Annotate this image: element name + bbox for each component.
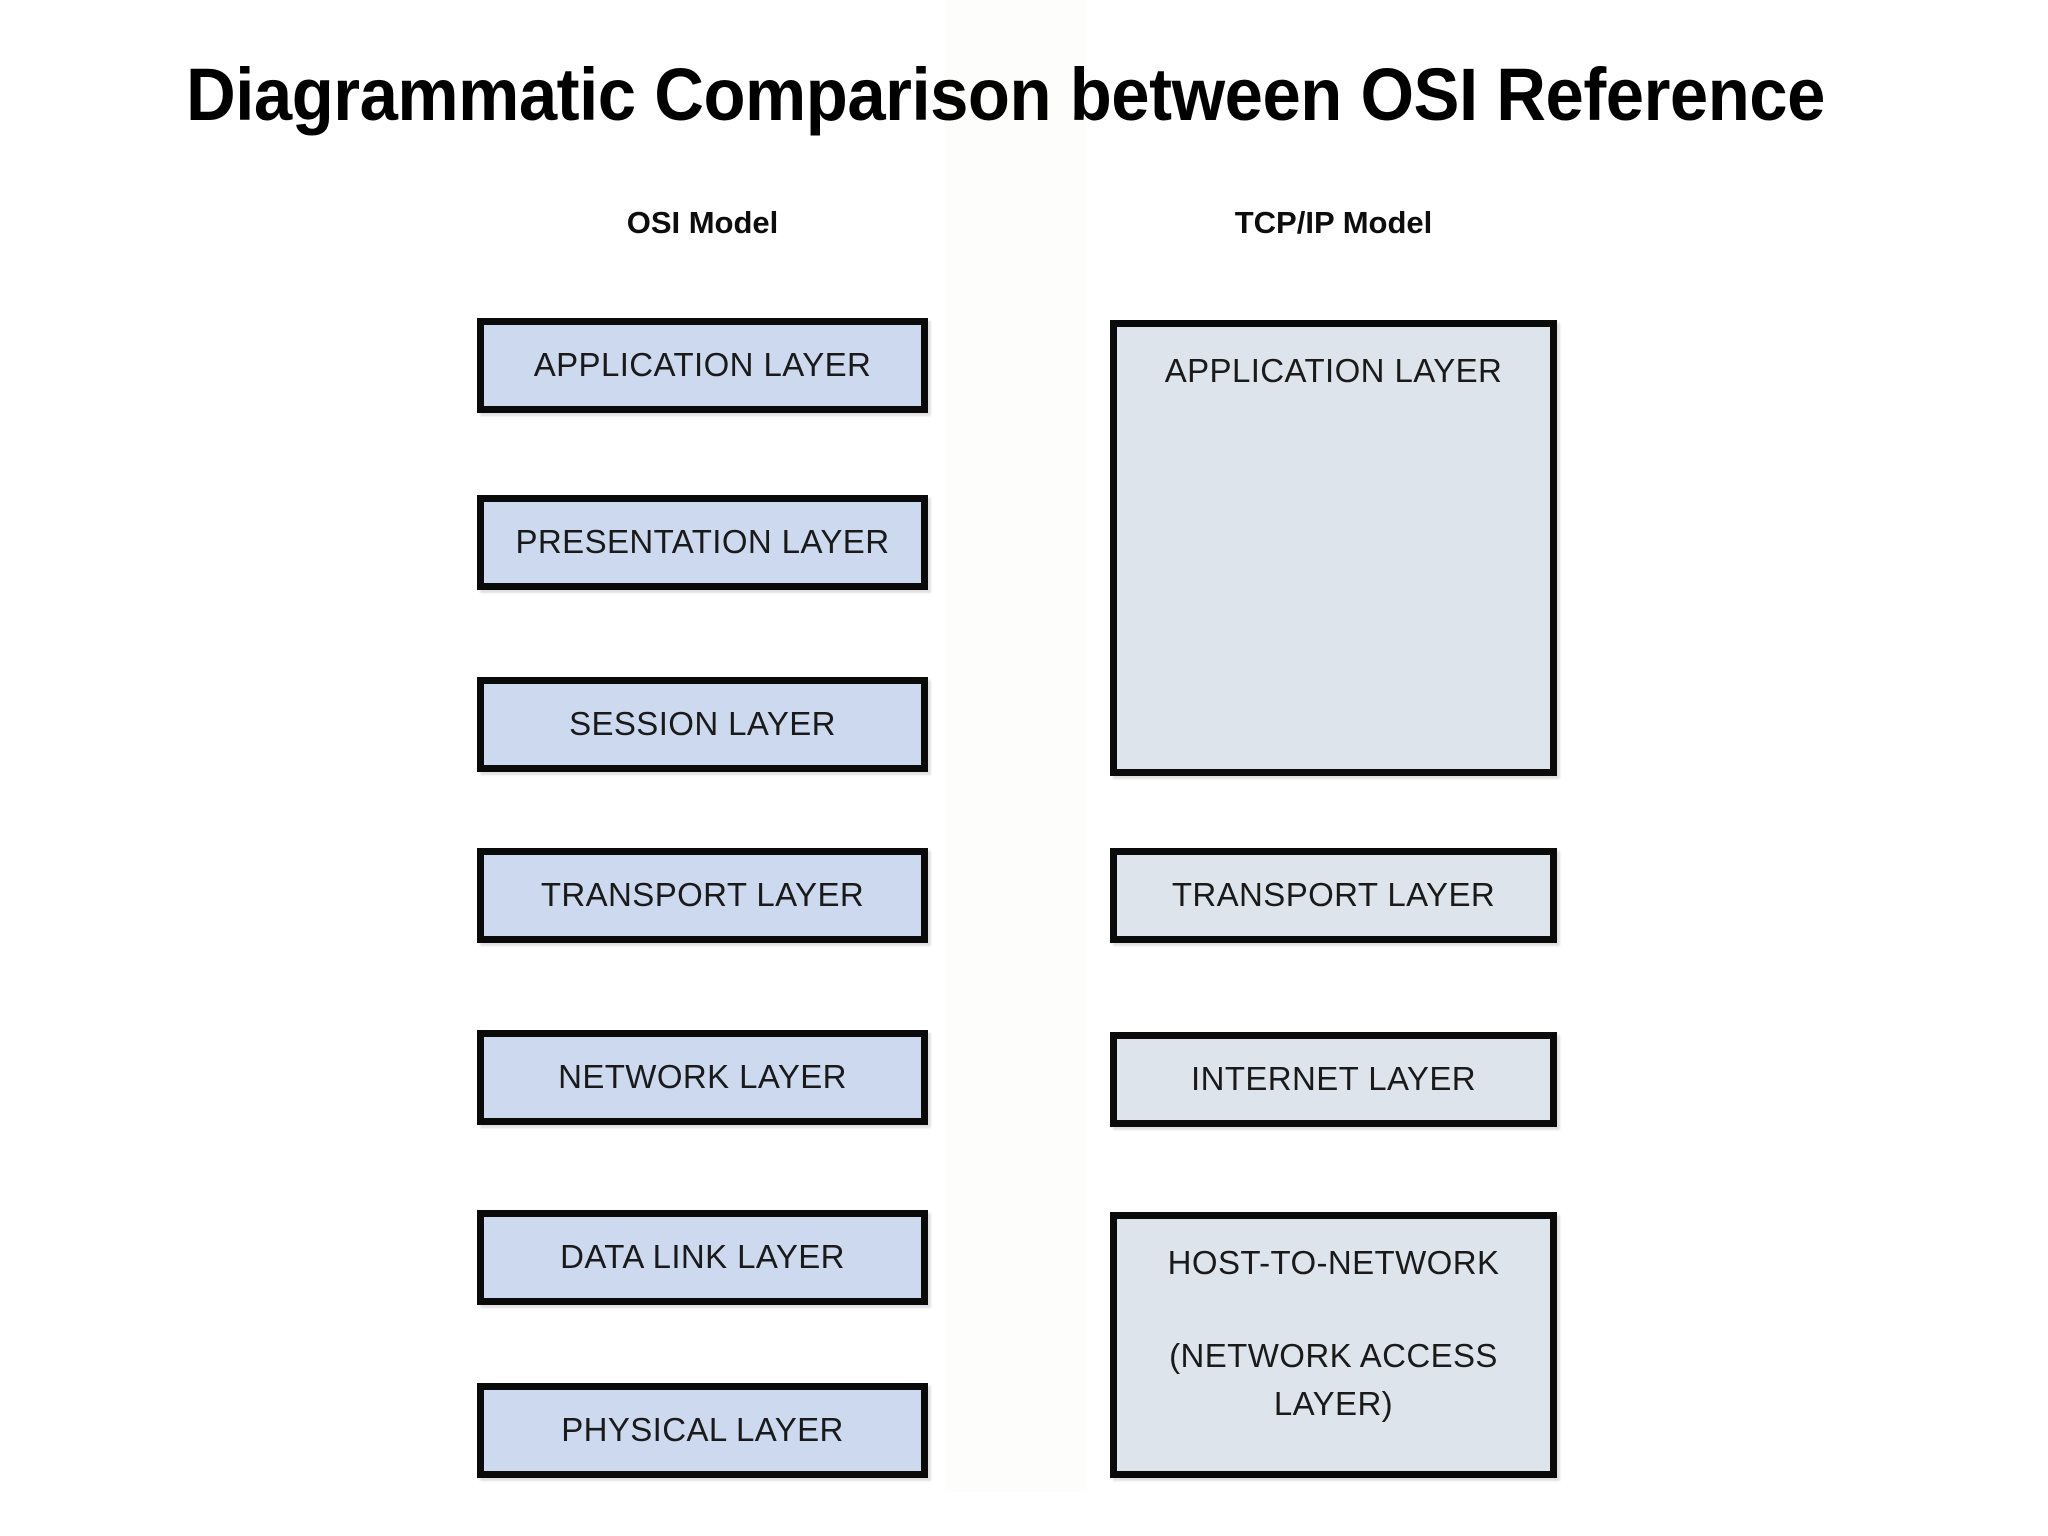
- tcpip-layer-host-to-network-label-line1: HOST-TO-NETWORK: [1167, 1244, 1500, 1281]
- tcpip-layer-host-to-network-label-line3: LAYER): [1273, 1385, 1394, 1423]
- osi-layer-session-label: SESSION LAYER: [569, 705, 836, 743]
- osi-layer-transport-label: TRANSPORT LAYER: [540, 876, 865, 914]
- page-title: Diagrammatic Comparison between OSI Refe…: [186, 53, 1825, 136]
- tcpip-layer-application-label: APPLICATION LAYER: [1164, 352, 1503, 389]
- osi-layer-data-link[interactable]: DATA LINK LAYER: [477, 1210, 928, 1305]
- osi-layer-network-label: NETWORK LAYER: [558, 1058, 847, 1096]
- tcpip-layer-internet[interactable]: INTERNET LAYER: [1110, 1032, 1557, 1127]
- tcpip-layer-transport[interactable]: TRANSPORT LAYER: [1110, 848, 1557, 943]
- osi-layer-presentation[interactable]: PRESENTATION LAYER: [477, 495, 928, 590]
- osi-layer-application-label: APPLICATION LAYER: [533, 346, 872, 384]
- osi-layer-data-link-label: DATA LINK LAYER: [560, 1238, 845, 1276]
- tcpip-layer-transport-label: TRANSPORT LAYER: [1171, 876, 1496, 914]
- tcpip-layer-host-to-network[interactable]: HOST-TO-NETWORK (NETWORK ACCESS LAYER): [1110, 1212, 1557, 1478]
- osi-layer-network[interactable]: NETWORK LAYER: [477, 1030, 928, 1125]
- osi-layer-transport[interactable]: TRANSPORT LAYER: [477, 848, 928, 943]
- tcpip-layer-application[interactable]: APPLICATION LAYER: [1110, 320, 1557, 776]
- column-header-tcpip: TCP/IP Model: [1234, 205, 1433, 240]
- column-header-osi: OSI Model: [626, 205, 779, 240]
- tcpip-layer-host-to-network-label-line2: (NETWORK ACCESS: [1169, 1336, 1498, 1374]
- tcpip-layer-internet-label: INTERNET LAYER: [1191, 1060, 1476, 1098]
- osi-layer-application[interactable]: APPLICATION LAYER: [477, 318, 928, 413]
- osi-layer-session[interactable]: SESSION LAYER: [477, 677, 928, 772]
- osi-layer-presentation-label: PRESENTATION LAYER: [515, 523, 890, 561]
- column-gutter-band: [945, 0, 1087, 1492]
- osi-layer-physical-label: PHYSICAL LAYER: [561, 1411, 844, 1449]
- osi-layer-physical[interactable]: PHYSICAL LAYER: [477, 1383, 928, 1478]
